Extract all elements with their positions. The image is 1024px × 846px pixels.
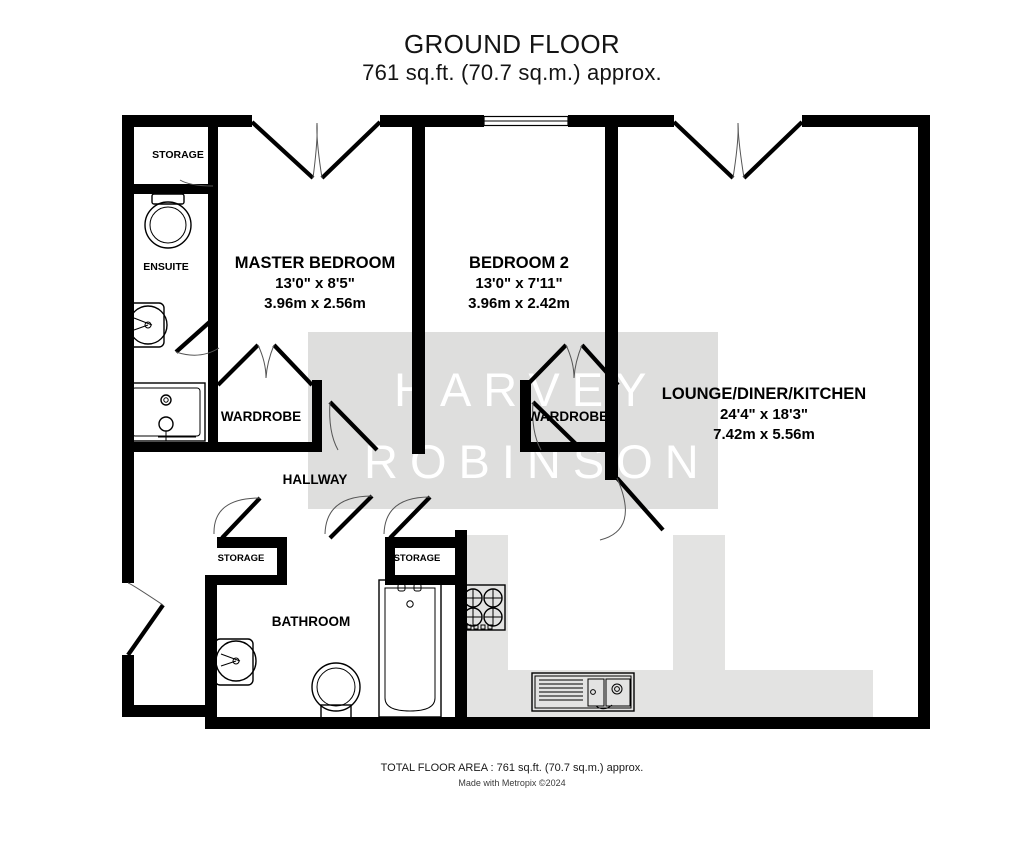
door-wardrobe-bed2-double bbox=[525, 343, 620, 387]
window-bedroom-2 bbox=[483, 115, 569, 127]
label-bedroom-2: BEDROOM 2 bbox=[469, 254, 569, 272]
shower-tray-icon bbox=[126, 382, 206, 442]
basin-icon bbox=[127, 302, 168, 348]
label-storage-hall-left: STORAGE bbox=[218, 553, 265, 564]
label-storage-hall-right: STORAGE bbox=[394, 553, 441, 564]
label-bedroom-2-imperial: 13'0" x 7'11" bbox=[475, 275, 562, 292]
hob-icon bbox=[460, 584, 506, 631]
label-master-bedroom-metric: 3.96m x 2.56m bbox=[264, 295, 366, 312]
kitchen-fixtures bbox=[460, 584, 635, 712]
label-master-bedroom-imperial: 13'0" x 8'5" bbox=[275, 275, 355, 292]
footer-credit: Made with Metropix ©2024 bbox=[458, 777, 566, 788]
plan-area-summary: 761 sq.ft. (70.7 sq.m.) approx. bbox=[362, 60, 662, 86]
label-ensuite: ENSUITE bbox=[143, 261, 189, 273]
label-master-bedroom: MASTER BEDROOM bbox=[235, 254, 395, 272]
page-title: GROUND FLOOR 761 sq.ft. (70.7 sq.m.) app… bbox=[0, 29, 1024, 86]
ensuite-fixtures bbox=[126, 193, 206, 442]
footer-total-area: TOTAL FLOOR AREA : 761 sq.ft. (70.7 sq.m… bbox=[380, 762, 644, 774]
structural-walls bbox=[122, 115, 930, 729]
plan-title: GROUND FLOOR bbox=[404, 29, 620, 59]
label-lounge-metric: 7.42m x 5.56m bbox=[713, 426, 815, 443]
label-bedroom-2-metric: 3.96m x 2.42m bbox=[468, 295, 570, 312]
door-bedroom-2-hall bbox=[531, 400, 584, 452]
door-wardrobe-master-double bbox=[216, 343, 314, 387]
watermark-panel: HARVEY ROBINSON bbox=[308, 332, 718, 509]
sink-drainer-icon bbox=[531, 672, 635, 712]
label-hallway: HALLWAY bbox=[283, 472, 348, 487]
door-hallway-to-lounge bbox=[599, 476, 665, 541]
door-lounge-french-double bbox=[672, 120, 804, 180]
toilet-icon bbox=[311, 662, 361, 721]
room-labels: STORAGE ENSUITE MASTER BEDROOM 13'0" x 8… bbox=[143, 149, 866, 629]
door-master-bedroom-double bbox=[250, 120, 382, 180]
bathroom-fixtures bbox=[214, 579, 442, 721]
label-wardrobe-bed2: WARDROBE bbox=[528, 409, 608, 424]
door-ensuite bbox=[174, 317, 220, 356]
door-master-bedroom-hall bbox=[328, 400, 379, 452]
door-bathroom bbox=[324, 494, 374, 540]
label-lounge-diner-kitchen: LOUNGE/DINER/KITCHEN bbox=[662, 385, 866, 403]
basin-icon bbox=[214, 638, 257, 686]
door-storage-top bbox=[179, 128, 216, 187]
door-entrance bbox=[126, 582, 165, 657]
door-symbols bbox=[126, 120, 804, 657]
door-storage-hall-right bbox=[383, 495, 432, 540]
door-storage-hall-left bbox=[213, 496, 262, 540]
label-wardrobe-master: WARDROBE bbox=[221, 409, 301, 424]
label-bathroom: BATHROOM bbox=[272, 614, 351, 629]
plan-footer: TOTAL FLOOR AREA : 761 sq.ft. (70.7 sq.m… bbox=[0, 762, 1024, 789]
label-storage-top: STORAGE bbox=[152, 149, 204, 161]
toilet-icon bbox=[144, 193, 192, 249]
bathtub-icon bbox=[378, 579, 442, 718]
label-lounge-imperial: 24'4" x 18'3" bbox=[720, 406, 808, 423]
kitchen-counter-shading bbox=[458, 535, 873, 725]
